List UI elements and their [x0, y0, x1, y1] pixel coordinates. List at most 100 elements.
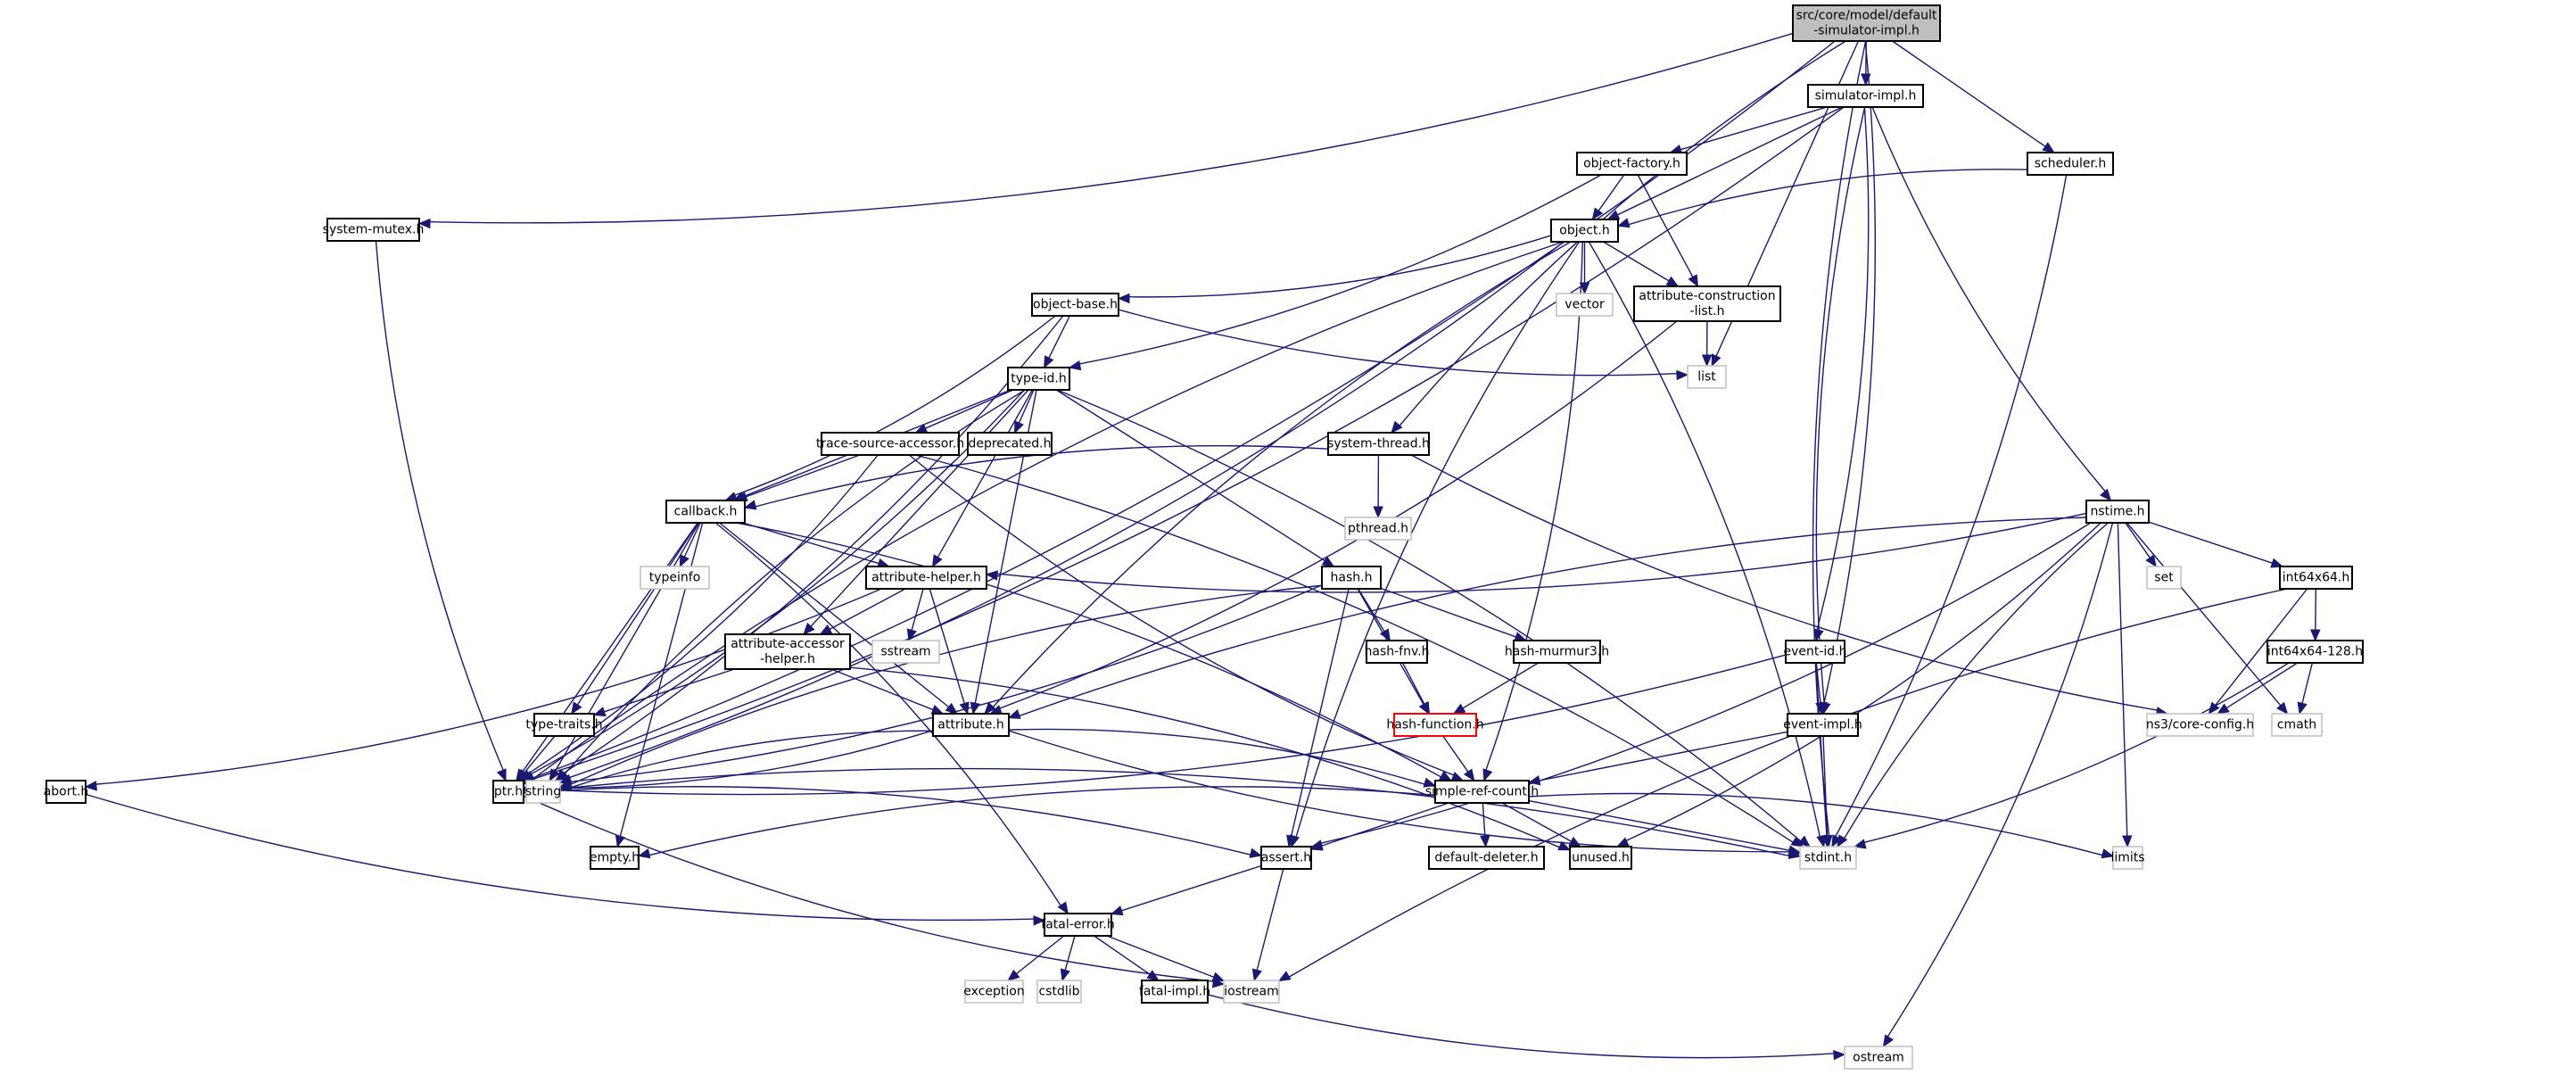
node-box [1344, 517, 1412, 541]
node-system-thread[interactable]: system-thread.h [1327, 432, 1430, 456]
arrowhead-icon [1482, 768, 1493, 782]
node-box [1569, 846, 1632, 870]
edge-line [746, 454, 861, 498]
edge-hash-to-hash-murmur3 [1380, 587, 1528, 642]
edge-nstime-to-attribute [1007, 517, 2087, 719]
node-fatal-impl[interactable]: fatal-impl.h [1139, 980, 1210, 1004]
node-simple-ref-count[interactable]: simple-ref-count.h [1425, 780, 1539, 804]
node-label: iostream [1224, 985, 1279, 999]
edge-line [915, 454, 1794, 843]
edge-int64x64-to-iostream [1277, 588, 2288, 982]
edge-scheduler-to-object [1616, 169, 2028, 228]
node-object-base[interactable]: object-base.h [1031, 293, 1119, 317]
node-hash-function[interactable]: hash-function.h [1386, 713, 1484, 737]
edge-line [1628, 169, 2028, 226]
edge-line [1055, 389, 1325, 562]
edge-fatal-error-to-cstdlib [1060, 935, 1076, 982]
edge-line [1835, 174, 2068, 838]
node-hash[interactable]: hash.h [1321, 566, 1382, 590]
node-label: hash-fnv.h [1365, 645, 1430, 659]
node-attribute-accessor-helper[interactable]: attribute-accessor-helper.h [724, 633, 851, 670]
edge-line [1528, 792, 2103, 856]
node-box [1327, 432, 1430, 456]
node-type-traits[interactable]: type-traits.h [525, 713, 603, 737]
node-unused[interactable]: unused.h [1569, 846, 1632, 870]
node-object-factory[interactable]: object-factory.h [1576, 152, 1688, 176]
arrowhead-icon [1882, 1034, 1895, 1048]
edge-type-id-to-attribute-accessor-helper [803, 389, 1029, 635]
edge-line [810, 389, 1029, 627]
node-label: object-factory.h [1583, 157, 1680, 171]
edges-layer [84, 32, 2321, 1061]
arrowhead-icon [84, 781, 97, 791]
node-box [1366, 640, 1428, 664]
node-deprecated[interactable]: deprecated.h [967, 432, 1053, 456]
node-event-impl[interactable]: event-impl.h [1783, 713, 1862, 737]
edge-line [375, 240, 504, 771]
node-hash-fnv[interactable]: hash-fnv.h [1365, 640, 1430, 664]
arrowhead-icon [592, 707, 607, 717]
node-label: typeinfo [649, 571, 701, 585]
node-box [326, 218, 420, 242]
node-box [1260, 846, 1312, 870]
node-label: fatal-impl.h [1139, 985, 1210, 999]
node-fatal-error[interactable]: fatal-error.h [1041, 913, 1115, 937]
edge-object-factory-to-type-id [1068, 174, 1602, 371]
node-ptr[interactable]: ptr.h [492, 780, 524, 804]
arrowhead-icon [556, 768, 568, 781]
node-attribute-construction-list[interactable]: attribute-construction-list.h [1633, 285, 1781, 322]
edge-line [1256, 868, 1284, 971]
arrowhead-icon [1665, 276, 1680, 287]
node-assert[interactable]: assert.h [1260, 846, 1312, 870]
edge-line [523, 786, 1251, 856]
edge-attribute-helper-to-sstream [906, 588, 924, 642]
node-box [1576, 152, 1688, 176]
node-scheduler[interactable]: scheduler.h [2027, 152, 2114, 176]
edge-line [619, 522, 704, 837]
edge-line [714, 522, 1061, 906]
node-box [525, 780, 561, 804]
node-system-mutex[interactable]: system-mutex.h [323, 218, 425, 242]
edge-simple-ref-count-to-default-deleter [1480, 802, 1490, 848]
node-attribute[interactable]: attribute.h [932, 713, 1010, 737]
arrowhead-icon [2297, 701, 2308, 715]
arrowhead-icon [1007, 709, 1021, 719]
node-box [2085, 500, 2150, 524]
edge-line [1887, 522, 2114, 1038]
edge-ptr-to-stdint [523, 767, 1802, 859]
edge-callback-to-ptr [516, 522, 698, 782]
node-root[interactable]: src/core/model/default-simulator-impl.h [1792, 4, 1941, 42]
edge-line [524, 735, 556, 773]
node-default-deleter[interactable]: default-deleter.h [1428, 846, 1545, 870]
node-label: hash.h [1331, 571, 1373, 585]
node-attribute-helper[interactable]: attribute-helper.h [865, 566, 987, 590]
edge-line [1501, 802, 1572, 842]
edge-line [531, 389, 1025, 775]
edge-line [1680, 106, 1828, 151]
node-nstime[interactable]: nstime.h [2085, 500, 2150, 524]
node-label: vector [1565, 298, 1605, 312]
arrowhead-icon [2276, 701, 2289, 715]
node-box [1513, 640, 1601, 664]
node-label: system-mutex.h [323, 223, 425, 237]
node-type-id[interactable]: type-id.h [1007, 367, 1070, 391]
node-simulator-impl[interactable]: simulator-impl.h [1807, 84, 1924, 108]
node-object[interactable]: object.h [1550, 219, 1619, 243]
node-trace-source-accessor[interactable]: trace-source-accessor.h [816, 432, 964, 456]
edge-line [925, 389, 1014, 429]
arrowhead-icon [516, 768, 529, 781]
edge-object-factory-to-attribute-construction-list [1637, 174, 1699, 288]
node-int64x64-128[interactable]: int64x64-128.h [2266, 640, 2364, 664]
edge-line [1442, 735, 1469, 773]
node-label: hash-function.h [1386, 718, 1483, 732]
node-box [1556, 293, 1614, 317]
node-abort[interactable]: abort.h [44, 780, 89, 804]
edge-line [1410, 454, 2158, 711]
node-hash-murmur3[interactable]: hash-murmur3.h [1505, 640, 1609, 664]
node-event-id[interactable]: event-id.h [1783, 640, 1847, 664]
edge-simulator-impl-to-object-factory [1669, 106, 1828, 155]
node-empty[interactable]: empty.h [590, 846, 640, 870]
edge-line [1290, 588, 1350, 837]
node-int64x64[interactable]: int64x64.h [2279, 566, 2353, 590]
node-callback[interactable]: callback.h [665, 500, 746, 524]
